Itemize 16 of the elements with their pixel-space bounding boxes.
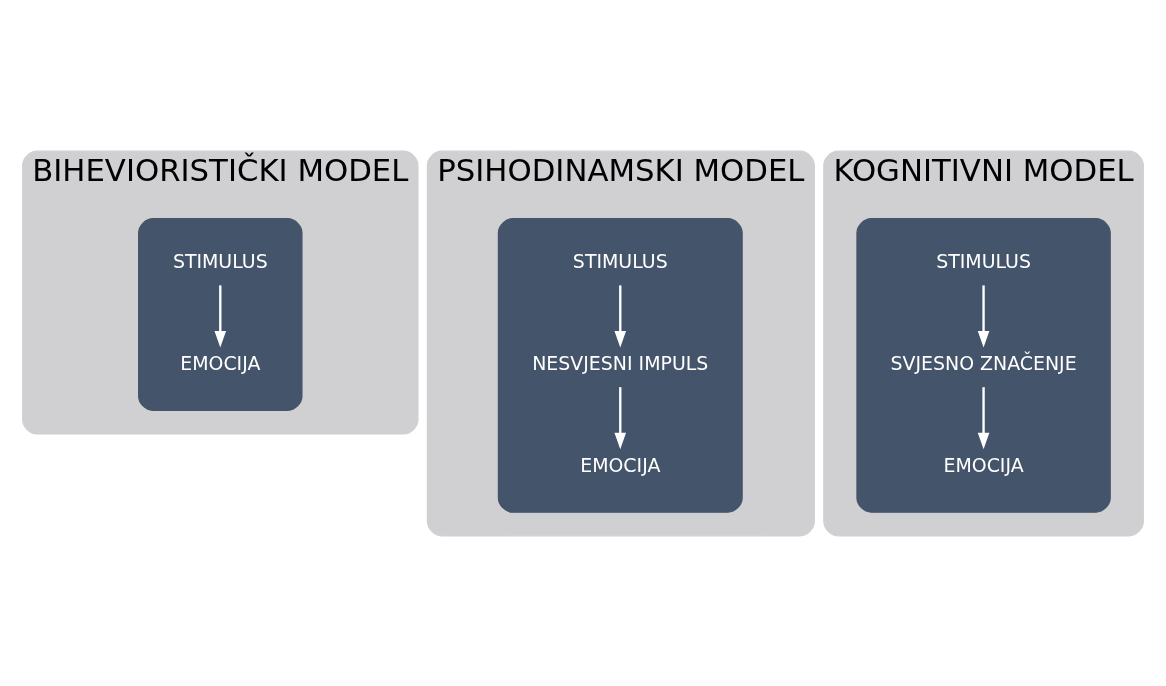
node-text: SVJESNO ZNAČENJE: [890, 351, 1077, 374]
arrow: [977, 284, 990, 348]
cluster: [497, 217, 743, 513]
node-text: EMOCIJA: [180, 351, 261, 374]
node-text: NESVJESNI IMPULS: [532, 351, 709, 374]
node-text: STIMULUS: [572, 249, 668, 272]
node-text: EMOCIJA: [580, 453, 661, 476]
node-text: STIMULUS: [172, 249, 268, 272]
cluster: [138, 217, 303, 411]
node-text: EMOCIJA: [943, 453, 1024, 476]
arrow: [977, 386, 990, 449]
arrow: [214, 284, 227, 348]
arrow: [614, 284, 627, 348]
node-text: STIMULUS: [936, 249, 1031, 272]
cluster: [856, 217, 1111, 513]
arrow: [614, 386, 627, 449]
